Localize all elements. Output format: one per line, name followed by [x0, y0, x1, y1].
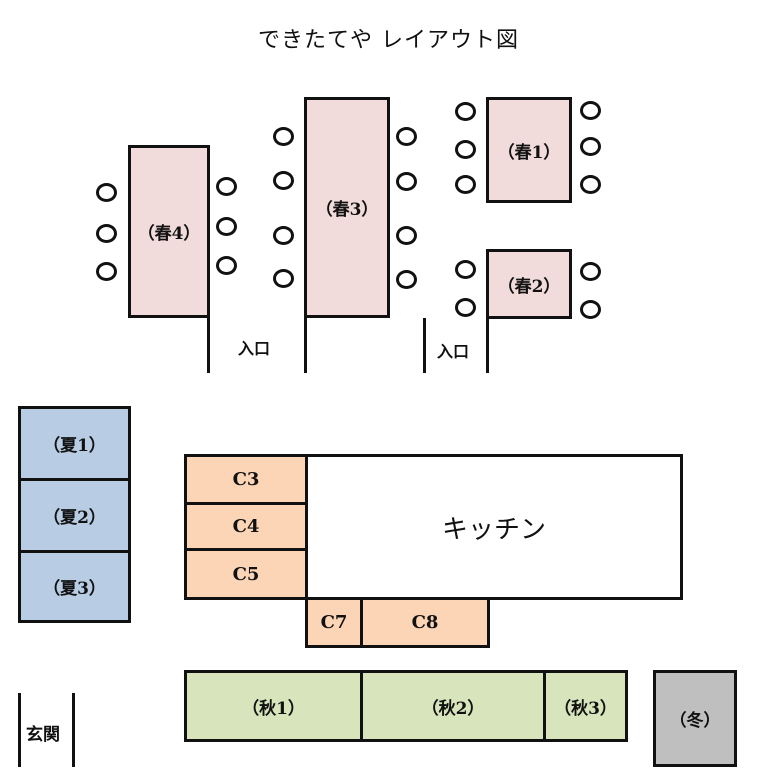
table-label: C5	[232, 563, 260, 585]
seat-icon	[273, 269, 294, 288]
seat-icon	[216, 256, 237, 275]
table-aki1[interactable]: （秋1）	[184, 670, 363, 742]
seat-icon	[396, 172, 417, 191]
table-label: （秋2）	[421, 698, 485, 719]
seat-icon	[96, 183, 117, 202]
seat-icon	[455, 260, 476, 279]
seat-icon	[580, 300, 601, 319]
seat-icon	[96, 262, 117, 281]
kitchen-label: キッチン	[441, 514, 546, 545]
table-aki2[interactable]: （秋2）	[360, 670, 546, 742]
seat-icon	[216, 217, 237, 236]
seat-icon	[216, 177, 237, 196]
table-label: （春1）	[497, 142, 561, 163]
table-fuyu[interactable]: （冬）	[653, 670, 737, 767]
kitchen-area: キッチン	[305, 454, 683, 600]
table-natsu2[interactable]: （夏2）	[18, 478, 131, 553]
table-label: C4	[232, 516, 260, 537]
entrance-wall	[304, 318, 307, 373]
main-entrance-wall	[18, 693, 21, 767]
seat-icon	[580, 175, 601, 194]
table-label: （夏2）	[43, 508, 106, 528]
seat-icon	[455, 102, 476, 121]
seat-icon	[455, 140, 476, 159]
seat-icon	[580, 137, 601, 156]
table-natsu1[interactable]: （夏1）	[18, 406, 131, 481]
seat-icon	[396, 226, 417, 245]
seat-icon	[273, 226, 294, 245]
seat-icon	[396, 270, 417, 289]
table-natsu3[interactable]: （夏3）	[18, 550, 131, 623]
table-label: C3	[232, 469, 260, 490]
table-label: （春2）	[497, 276, 561, 297]
table-label: （秋3）	[554, 698, 617, 719]
table-label: （夏3）	[43, 579, 106, 599]
seat-icon	[580, 262, 601, 281]
seat-icon	[455, 298, 476, 317]
table-label: C8	[411, 612, 439, 633]
table-label: （春3）	[315, 200, 379, 220]
main-entrance-label: 玄関	[26, 725, 60, 745]
table-haru1[interactable]: （春1）	[486, 97, 572, 203]
entrance-label-right: 入口	[437, 342, 470, 361]
table-label: （秋1）	[242, 698, 305, 719]
table-haru2[interactable]: （春2）	[486, 249, 572, 319]
seat-icon	[455, 175, 476, 194]
table-haru3[interactable]: （春3）	[304, 97, 390, 318]
layout-title: できたてや レイアウト図	[258, 28, 519, 53]
seat-icon	[96, 224, 117, 243]
entrance-wall	[486, 318, 489, 373]
seat-icon	[396, 127, 417, 146]
table-label: C7	[320, 612, 348, 633]
table-aki3[interactable]: （秋3）	[543, 670, 628, 742]
counter-c8[interactable]: C8	[360, 597, 490, 648]
entrance-wall	[423, 318, 426, 373]
counter-c4[interactable]: C4	[184, 502, 308, 551]
table-label: （冬）	[669, 711, 721, 731]
table-label: （春4）	[137, 224, 201, 244]
table-label: （夏1）	[43, 436, 106, 456]
counter-c5[interactable]: C5	[184, 548, 308, 600]
entrance-label-left: 入口	[238, 339, 271, 358]
counter-c3[interactable]: C3	[184, 454, 308, 505]
table-haru4[interactable]: （春4）	[128, 145, 210, 318]
seat-icon	[273, 127, 294, 146]
entrance-wall	[207, 318, 210, 373]
seat-icon	[273, 171, 294, 190]
seat-icon	[580, 101, 601, 120]
main-entrance-wall	[72, 693, 75, 767]
counter-c7[interactable]: C7	[305, 597, 363, 648]
